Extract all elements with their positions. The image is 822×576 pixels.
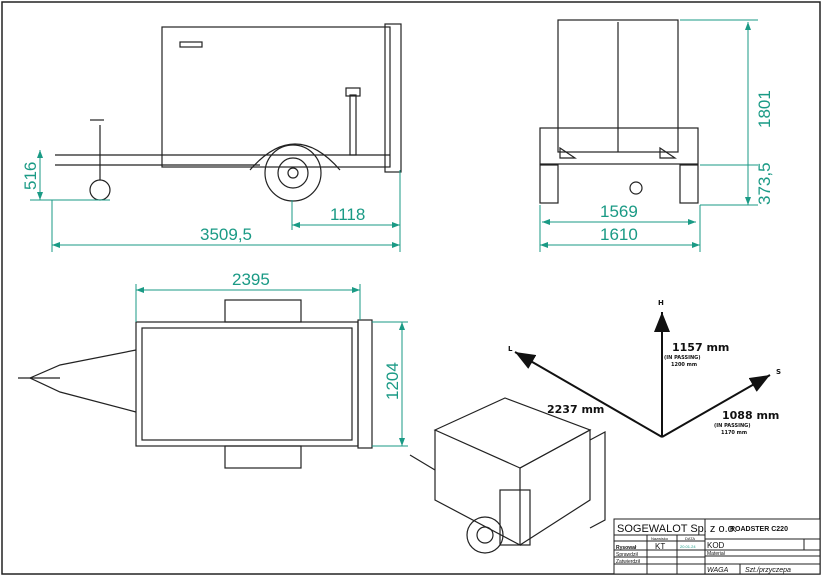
cargo-length: 2237 mm	[547, 403, 604, 416]
axis-l-label: L	[508, 345, 513, 353]
weight-label: WAGA	[707, 567, 729, 574]
checked-label: Sprawdził	[616, 552, 639, 558]
cargo-height: 1157 mm	[672, 341, 729, 354]
col-name: Nazwisko	[651, 536, 669, 541]
top-view	[18, 299, 373, 469]
axis-s-label: S	[776, 368, 781, 376]
drawn-by: KT	[655, 542, 665, 551]
cargo-width: 1088 mm	[722, 409, 779, 422]
material-label: Materiał	[707, 551, 726, 557]
side-view	[55, 23, 402, 202]
company-name: SOGEWALOT Sp. z o.o.	[617, 523, 737, 535]
cargo-height-passing: 1200 mm	[671, 362, 697, 368]
cargo-axes	[514, 312, 771, 438]
cargo-width-note: (IN PASSING)	[714, 423, 751, 429]
approved-label: Zatwierdził	[616, 559, 641, 565]
drawn-date: 20.01.24	[680, 544, 696, 549]
top-dimensions	[135, 284, 408, 447]
dim-rear-ground: 373,5	[755, 162, 774, 205]
title-block	[613, 518, 821, 575]
rear-dimensions	[539, 19, 758, 252]
isometric-view	[409, 397, 606, 554]
dim-top-width: 1204	[383, 362, 402, 400]
axis-h-label: H	[658, 299, 664, 307]
dim-rear-width: 1610	[600, 225, 638, 244]
code-label: KOD	[707, 541, 725, 550]
qty-label: Szt./przyczepa	[745, 567, 791, 574]
rear-view	[539, 19, 699, 204]
product-name: ROADSTER C220	[730, 526, 788, 533]
cargo-height-note: (IN PASSING)	[664, 355, 701, 361]
dim-top-length: 2395	[232, 270, 270, 289]
col-date: DATA	[685, 536, 695, 541]
drawn-label: Rysował	[616, 545, 637, 551]
cargo-width-passing: 1170 mm	[721, 430, 747, 436]
dim-side-height: 516	[21, 162, 40, 190]
dim-side-length: 3509,5	[200, 225, 252, 244]
dim-rear-track: 1569	[600, 202, 638, 221]
side-dimensions	[30, 150, 401, 252]
dim-side-axle: 1118	[330, 205, 365, 224]
dim-rear-height: 1801	[755, 90, 774, 128]
